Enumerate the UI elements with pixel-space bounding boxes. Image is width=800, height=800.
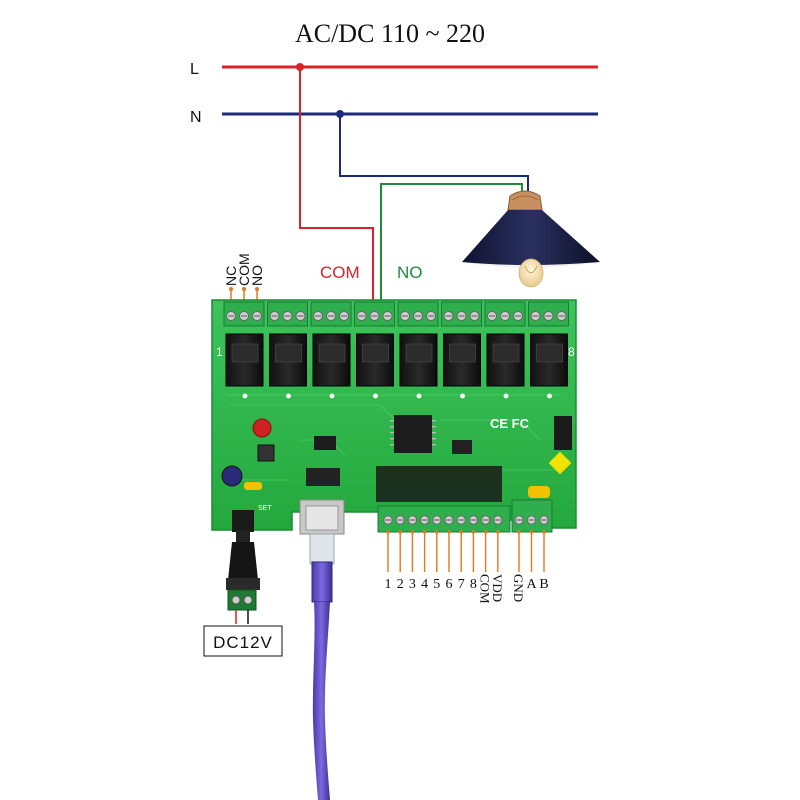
pendant-lamp-icon (462, 190, 600, 288)
neutral-line-label: N (190, 109, 202, 126)
power-label: DC12V (213, 633, 273, 652)
live-line-label: L (190, 61, 199, 78)
input-label-3: 3 (409, 577, 416, 592)
status-led (547, 393, 552, 399)
com-label: COM (236, 253, 252, 286)
status-led (460, 393, 465, 399)
relay-channel-7 (484, 301, 526, 399)
dc-barrel-jack-icon (226, 510, 260, 611)
no-wire (380, 183, 523, 318)
no-wire-label: NO (397, 263, 423, 282)
capacitor (221, 465, 243, 487)
resistor-array (376, 466, 502, 502)
input-label-com: COM (478, 574, 493, 604)
relay-channel-5 (397, 301, 439, 399)
power-label-box (203, 625, 283, 657)
com-wire (299, 67, 374, 318)
ce-fc-mark: CE FC (490, 416, 530, 431)
pin-header (554, 416, 572, 450)
flash-chip (452, 440, 472, 454)
relay-row (223, 301, 569, 399)
input-label-b: B (539, 577, 548, 592)
relay-number-first: 1 (216, 345, 223, 359)
nc-label: NC (223, 266, 239, 286)
relay-number-last: 8 (568, 345, 575, 359)
com-wire-label: COM (320, 263, 360, 282)
input-label-7: 7 (458, 577, 465, 592)
input-label-2: 2 (397, 577, 404, 592)
driver-chip (314, 436, 336, 450)
board-components (221, 415, 572, 502)
relay-channel-3 (310, 301, 352, 399)
neutral-lamp-wire (339, 114, 529, 196)
input-label-8: 8 (470, 577, 477, 592)
supply-title: AC/DC 110 ~ 220 (295, 19, 485, 48)
status-led (242, 393, 248, 399)
relay-channel-4 (354, 301, 395, 399)
relay-channel-2 (267, 301, 308, 399)
no-label: NO (249, 265, 265, 286)
buzzer (252, 418, 272, 438)
ethernet-cable-icon (299, 499, 345, 800)
input-label-vdd: VDD (490, 574, 505, 602)
fuse (244, 482, 262, 490)
set-button[interactable] (257, 444, 275, 462)
input-label-4: 4 (421, 577, 428, 592)
input-terminal-block (377, 499, 553, 533)
relay-channel-8 (528, 301, 569, 399)
input-label-1: 1 (385, 577, 392, 592)
relay-channel-6 (441, 301, 482, 399)
relay-contact-labels: NC COM NO (223, 253, 265, 286)
status-led (286, 393, 291, 399)
status-led (416, 393, 422, 399)
set-label: SET (258, 505, 272, 512)
status-led (503, 393, 509, 399)
input-label-5: 5 (433, 577, 440, 592)
status-led (373, 393, 378, 399)
status-led (329, 393, 335, 399)
input-label-a: A (526, 577, 537, 592)
warning-label (548, 451, 572, 475)
relay-channel-1 (223, 301, 265, 399)
input-label-6: 6 (446, 577, 453, 592)
rs485-chip (306, 468, 340, 486)
input-label-gnd: GND (511, 574, 526, 602)
mcu-chip (394, 415, 432, 453)
